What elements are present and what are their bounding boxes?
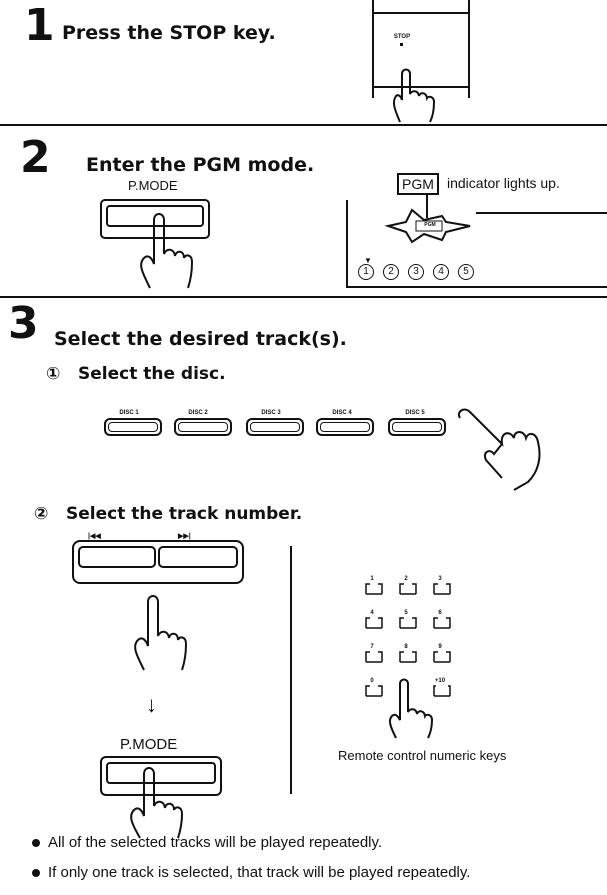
numkey-7[interactable]: 7 — [370, 644, 374, 650]
pointing-hand-icon — [388, 678, 434, 739]
disc-1-button[interactable] — [104, 418, 162, 436]
disc-indicator-5: 5 — [458, 264, 474, 280]
pgm-indicator-box: PGM — [397, 173, 439, 195]
stop-key-bottom — [372, 86, 470, 88]
note-1-text: All of the selected tracks will be playe… — [48, 834, 383, 851]
pmode-key-label: P.MODE — [128, 178, 178, 193]
step-3-number: 3 — [8, 298, 39, 349]
display-panel — [346, 200, 607, 288]
substep-2-title: Select the track number. — [66, 504, 303, 524]
skip-back-label: |◀◀ — [88, 533, 101, 540]
pointing-hand-icon — [134, 595, 188, 671]
numkey-6[interactable]: 6 — [438, 610, 442, 616]
step-2-number: 2 — [20, 132, 51, 183]
substep-2-marker: ② — [34, 504, 49, 524]
pmode-button-2[interactable] — [106, 762, 216, 784]
step-1-number: 1 — [24, 0, 55, 51]
numkey-0[interactable]: 0 — [370, 678, 374, 684]
step-2-title: Enter the PGM mode. — [86, 154, 315, 176]
numkey-1[interactable]: 1 — [370, 576, 374, 582]
down-arrow-icon: ↓ — [146, 692, 157, 717]
disc-4-button[interactable] — [316, 418, 374, 436]
pgm-display-label: PGM — [424, 222, 436, 228]
numkey-2[interactable]: 2 — [404, 576, 408, 582]
note-2: If only one track is selected, that trac… — [32, 864, 470, 881]
numkey-3[interactable]: 3 — [438, 576, 442, 582]
disc-1-label: DISC 1 — [119, 410, 139, 416]
divider-1 — [0, 124, 607, 126]
disc-5-button[interactable] — [388, 418, 446, 436]
remote-numeric-keypad — [365, 583, 451, 697]
disc-2-label: DISC 2 — [188, 410, 208, 416]
skip-forward-label: ▶▶| — [178, 533, 191, 540]
disc-indicator-2: 2 — [383, 264, 399, 280]
step-3-title: Select the desired track(s). — [54, 328, 347, 350]
pointing-hand-icon — [140, 213, 194, 289]
disc-2-button[interactable] — [174, 418, 232, 436]
disc-4-label: DISC 4 — [332, 410, 352, 416]
stop-key-edge — [372, 12, 470, 14]
numkey-5[interactable]: 5 — [404, 610, 408, 616]
divider-2 — [0, 296, 607, 298]
step-1-title: Press the STOP key. — [62, 22, 276, 44]
pointing-hand-icon — [392, 68, 436, 123]
note-2-text: If only one track is selected, that trac… — [48, 864, 471, 881]
note-1: All of the selected tracks will be playe… — [32, 834, 382, 851]
disc-indicator-1: 1 — [358, 264, 374, 280]
disc-indicator-arrow: ▼ — [364, 256, 372, 265]
skip-forward-button[interactable] — [158, 546, 238, 568]
pointing-hand-icon — [458, 408, 541, 491]
substep-1-title: Select the disc. — [78, 364, 226, 384]
disc-indicator-3: 3 — [408, 264, 424, 280]
display-top-line — [476, 212, 607, 214]
disc-3-label: DISC 3 — [261, 410, 281, 416]
disc-indicator-4: 4 — [433, 264, 449, 280]
pmode-key-label-2: P.MODE — [120, 736, 178, 753]
bullet-icon — [32, 869, 40, 878]
skip-keys-outer — [72, 540, 244, 584]
numkey-9[interactable]: 9 — [438, 644, 442, 650]
stop-key-panel — [372, 0, 470, 98]
numkey-4[interactable]: 4 — [370, 610, 374, 616]
disc-3-button[interactable] — [246, 418, 304, 436]
pointing-hand-icon — [130, 767, 184, 839]
pmode-key-outer-2 — [100, 756, 222, 796]
substep-1-marker: ① — [46, 364, 61, 384]
disc-5-label: DISC 5 — [405, 410, 425, 416]
numkey-8[interactable]: 8 — [404, 644, 408, 650]
pgm-indicator-text: indicator lights up. — [447, 175, 560, 191]
pgm-star-burst — [384, 208, 471, 244]
remote-caption: Remote control numeric keys — [338, 748, 507, 763]
vertical-divider — [290, 546, 292, 794]
stop-key-dot — [400, 43, 403, 46]
stop-key-label: STOP — [393, 34, 411, 40]
pgm-indicator-leader — [426, 194, 428, 218]
skip-back-button[interactable] — [78, 546, 156, 568]
bullet-icon — [32, 839, 40, 848]
numkey-plus10[interactable]: +10 — [434, 678, 446, 684]
